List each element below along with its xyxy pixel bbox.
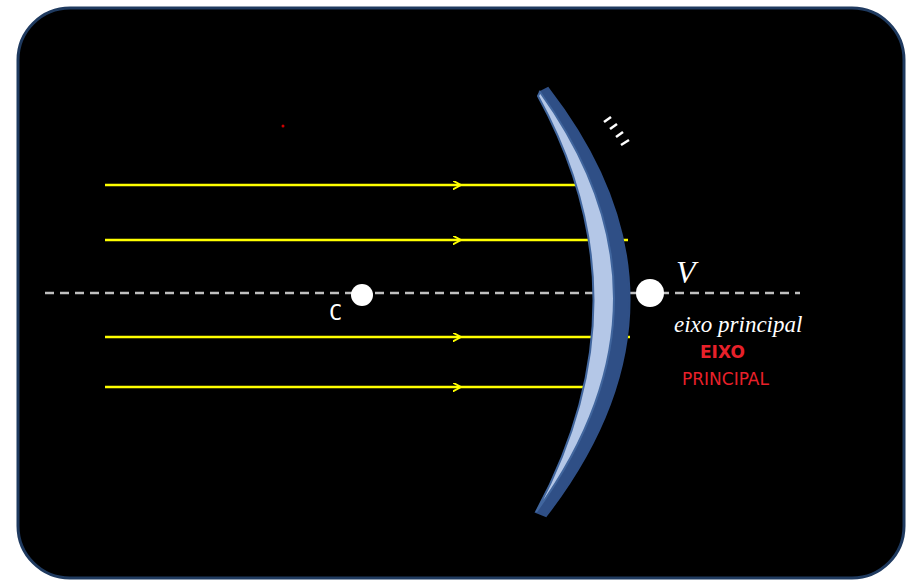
principal-axis xyxy=(45,292,800,295)
axis-label: eixo principal xyxy=(674,312,802,338)
stray-dot xyxy=(282,125,285,128)
center-point xyxy=(351,284,373,306)
mirror-surface xyxy=(536,92,614,512)
vertex-label: V xyxy=(676,254,696,291)
mirror-hatching xyxy=(604,117,629,145)
vertex-point xyxy=(636,279,664,307)
mirror-back xyxy=(536,88,630,516)
background-panel xyxy=(18,8,904,578)
light-rays xyxy=(105,185,630,387)
handwritten-note: PRINCIPAL xyxy=(682,369,769,389)
center-label: C xyxy=(329,300,342,325)
handwritten-note: EIXO xyxy=(700,342,745,362)
